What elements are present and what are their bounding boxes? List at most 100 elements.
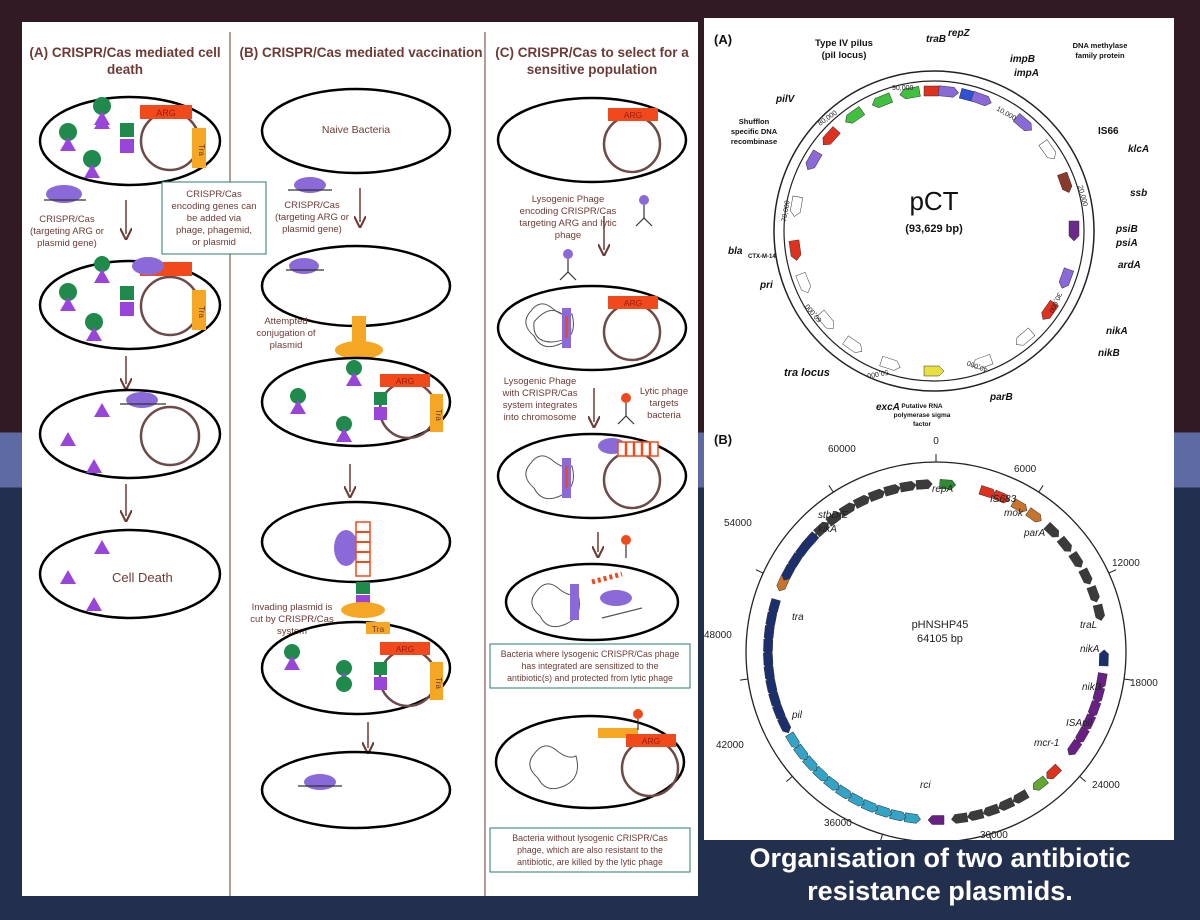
- phn-gene-label-rci: rci: [920, 780, 931, 791]
- phn-tick-mark: [880, 834, 883, 840]
- gene-label-klcA: klcA: [1128, 144, 1149, 155]
- cas-protein: [83, 150, 101, 168]
- lytic-phage-genome: [598, 728, 638, 738]
- gene-label-parB: parB: [989, 392, 1013, 403]
- gene-label-bla-subscript: CTX-M-14: [748, 254, 776, 260]
- tra-gene: [430, 662, 443, 700]
- gene-label-pilus-line2: (pil locus): [822, 50, 867, 61]
- cas9-complex: [294, 177, 326, 193]
- triangle-marker: [60, 297, 76, 311]
- pct-tick-20000: 20,000: [1076, 185, 1088, 208]
- arg-label: ARG: [624, 298, 642, 308]
- gene-label-repZ: repZ: [948, 28, 971, 39]
- arg-gene: [380, 642, 430, 655]
- gene-label-psiA: psiA: [1115, 238, 1138, 249]
- phn-gene-arrow: [1075, 726, 1090, 744]
- cut-label-line1: Invading plasmid is: [252, 602, 333, 613]
- arg-label: ARG: [642, 736, 660, 746]
- pct-tick-70000: 70,000: [781, 200, 792, 222]
- phn-gene-arrow: [1012, 789, 1030, 804]
- phn-gene-arrow: [852, 494, 870, 509]
- cas9-bound: [132, 257, 164, 275]
- phn-gene-arrow: [777, 716, 792, 734]
- phn-tick-mark: [989, 834, 992, 840]
- receptor-purple: [120, 302, 134, 316]
- phn-gene-arrow: [1010, 498, 1028, 513]
- phn-gene-arrow: [763, 638, 774, 656]
- phn-gene-arrow: [1032, 775, 1049, 791]
- conjugation-pilus: [352, 316, 366, 346]
- phn-tick-mark: [1038, 485, 1044, 493]
- phn-gene-arrow: [813, 521, 829, 538]
- note-line2: encoding genes can: [171, 201, 256, 212]
- receptor-purple: [374, 677, 387, 690]
- phn-tick-mark: [1123, 678, 1133, 681]
- cell-a3: [38, 388, 222, 480]
- phn-gene-arrow: [915, 479, 933, 490]
- conjugation-label-line3: plasmid: [270, 340, 303, 351]
- receptor-green: [374, 392, 387, 405]
- tra-label: Tra: [372, 624, 385, 634]
- phn-gene-arrow: [1068, 550, 1084, 568]
- figure-caption: Organisation of two antibiotic resistanc…: [706, 842, 1174, 908]
- pct-tick-10000: 10,000: [995, 106, 1017, 123]
- cas9-complex: [289, 258, 319, 274]
- phn-gene-arrow: [825, 511, 842, 527]
- phn-gene-arrow: [860, 799, 879, 813]
- pct-gene-arrow: [1012, 113, 1032, 132]
- phn-gene-label-kikA: kikA: [818, 524, 837, 535]
- phn-gene-label-pil: pil: [791, 710, 803, 721]
- gene-label-pri: pri: [759, 280, 773, 291]
- pct-outer-ring: [773, 70, 1095, 392]
- triangle-marker: [84, 164, 100, 178]
- phage-legs: [635, 217, 653, 227]
- caption-line1: Organisation of two antibiotic: [749, 843, 1131, 873]
- phn-gene-arrow: [1043, 522, 1059, 538]
- gene-label-shufflon-line3: recombinase: [731, 137, 777, 146]
- lysogenic-label-line3: targeting ARG and lytic: [519, 218, 616, 229]
- conjugation-pore: [341, 602, 385, 618]
- phn-tick-label-36000: 36000: [824, 818, 852, 829]
- phn-gene-label-repA: repA: [932, 484, 953, 495]
- gene-label-bla: bla: [728, 246, 743, 257]
- integration-label-line3: system integrates: [503, 400, 578, 411]
- gene-label-is66: IS66: [1098, 126, 1119, 137]
- pct-gene-arrow: [816, 309, 835, 329]
- arg-gene: [608, 296, 658, 309]
- phn-gene-arrow: [899, 480, 917, 493]
- gene-label-excA: excA: [876, 402, 900, 413]
- phn-gene-arrow: [834, 784, 852, 800]
- plasmid: [139, 110, 201, 172]
- cell-c3: [496, 432, 688, 520]
- phn-gene-arrow: [978, 485, 996, 499]
- phn-gene-label-stbDE: stbD/E: [818, 510, 848, 521]
- cas9-bound: [600, 590, 632, 606]
- triangle-marker: [346, 372, 362, 386]
- plasmid: [378, 648, 438, 708]
- note-line3: be added via: [187, 213, 242, 224]
- triangle-marker: [60, 432, 76, 446]
- triangle-marker: [86, 459, 102, 473]
- cas-protein: [336, 676, 352, 692]
- phn-gene-arrow: [1098, 649, 1109, 667]
- chromosome: [529, 745, 578, 790]
- gene-label-pilV: pilV: [775, 94, 796, 105]
- arg-gene: [626, 734, 676, 747]
- receptor-green: [374, 662, 387, 675]
- pct-gene-arrow: [899, 86, 921, 100]
- phn-gene-arrow: [874, 804, 893, 818]
- phn-gene-arrow: [1056, 535, 1072, 552]
- gene-label-methylase-line1: DNA methylase: [1073, 41, 1128, 50]
- phage-head: [639, 195, 649, 205]
- cas-protein: [284, 644, 300, 660]
- phn-gene-arrow: [1087, 700, 1102, 718]
- phn-tick-label-42000: 42000: [716, 740, 744, 751]
- receptor-green: [120, 286, 134, 300]
- crispr-array: [565, 466, 568, 488]
- col-c-title: (C) CRISPR/Cas to select for a sensitive…: [488, 44, 696, 78]
- plasmid-maps: (A) pCT (93,629 bp) 90,000 10,000 80,000…: [704, 28, 1158, 840]
- phn-gene-arrow: [785, 731, 800, 749]
- pct-gene-arrow: [822, 126, 841, 146]
- chromosome: [525, 303, 574, 348]
- cell-a4: [38, 528, 222, 620]
